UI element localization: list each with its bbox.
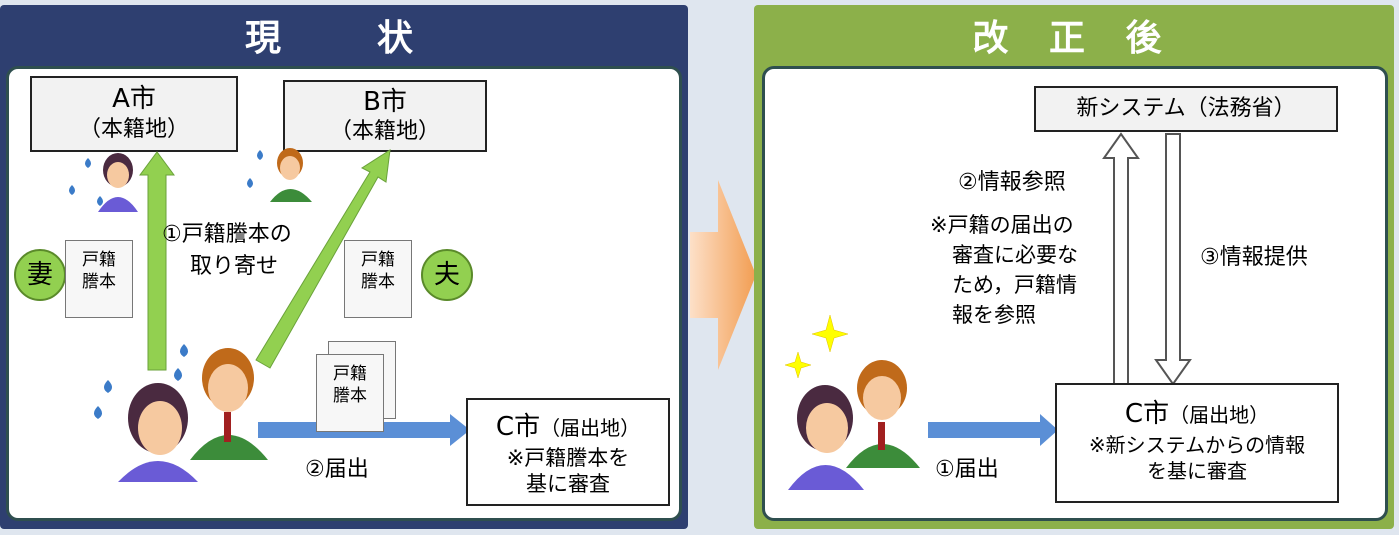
reference-note-3: ため，戸籍情 (952, 273, 1077, 297)
new-system-box: 新システム（法務省） (1034, 86, 1338, 132)
left-panel-title: 現 状 (244, 18, 443, 59)
info-reference-label: ②情報参照 (958, 170, 1066, 195)
b-city-label: B市 (363, 87, 407, 117)
right-person-wife-icon (788, 385, 864, 490)
submitted-document: 戸籍 謄本 (316, 354, 384, 432)
transition-arrow (690, 180, 756, 370)
husband-doc-line1: 戸籍 (361, 250, 395, 270)
right-person-husband-icon (846, 360, 920, 468)
right-c-note-1: ※新システムからの情報 (1088, 433, 1306, 457)
request-label-2: 取り寄せ (190, 254, 279, 279)
hollow-arrow-up (1102, 132, 1140, 385)
right-panel-title: 改 正 後 (972, 18, 1176, 59)
right-c-city-sub: （届出地） (1169, 403, 1270, 427)
right-blue-arrow (928, 414, 1058, 446)
wife-badge: 妻 (14, 249, 66, 301)
a-city-sub: （本籍地） (78, 117, 189, 142)
submitted-doc-line1: 戸籍 (333, 364, 367, 384)
a-city-box: A市 （本籍地） (30, 76, 238, 152)
left-c-city-sub: （届出地） (540, 416, 641, 440)
sparkle-icon (811, 314, 849, 353)
left-c-note-1: ※戸籍謄本を (506, 446, 630, 470)
right-people-graphics (784, 314, 1058, 490)
person-wife-small-icon (69, 153, 138, 212)
right-c-city-box: C市（届出地） ※新システムからの情報 を基に審査 (1055, 383, 1339, 503)
left-c-city-label: C市 (495, 412, 541, 442)
orange-arrow-shape (690, 180, 756, 370)
left-c-note-2: 基に審査 (526, 472, 610, 496)
right-diagram-arrows (1102, 132, 1192, 386)
husband-badge: 夫 (421, 249, 473, 301)
husband-doc-line2: 謄本 (361, 272, 395, 292)
hollow-arrow-down (1154, 133, 1192, 386)
a-city-label: A市 (112, 84, 156, 114)
wife-doc-line1: 戸籍 (82, 250, 116, 270)
submitted-doc-line2: 謄本 (333, 386, 367, 406)
green-arrow-up (139, 151, 175, 371)
right-c-city-label: C市 (1124, 399, 1170, 429)
reference-note-1: ※戸籍の届出の (930, 213, 1074, 237)
sparkle-small-icon (784, 351, 812, 379)
right-c-note-2: を基に審査 (1147, 459, 1247, 483)
b-city-box: B市 （本籍地） (283, 80, 487, 152)
reference-note-2: 審査に必要な (952, 243, 1078, 267)
left-diagram-graphics (69, 148, 470, 482)
request-label-1: ①戸籍謄本の (162, 222, 292, 247)
right-notify-label: ①届出 (935, 457, 999, 482)
wife-doc-line2: 謄本 (82, 272, 116, 292)
left-c-city-box: C市（届出地） ※戸籍謄本を 基に審査 (466, 398, 670, 506)
b-city-sub: （本籍地） (329, 119, 440, 144)
person-husband-large-icon (190, 348, 268, 460)
wife-document: 戸籍 謄本 (65, 240, 133, 318)
new-system-label: 新システム（法務省） (1076, 96, 1296, 121)
green-arrow-diagonal (255, 149, 391, 369)
reference-note-4: 報を参照 (952, 303, 1036, 327)
left-notify-label: ②届出 (305, 457, 369, 482)
person-husband-small-icon (247, 148, 312, 202)
husband-document: 戸籍 謄本 (344, 240, 412, 318)
info-provide-label: ③情報提供 (1200, 245, 1308, 270)
person-wife-large-icon (94, 344, 198, 482)
